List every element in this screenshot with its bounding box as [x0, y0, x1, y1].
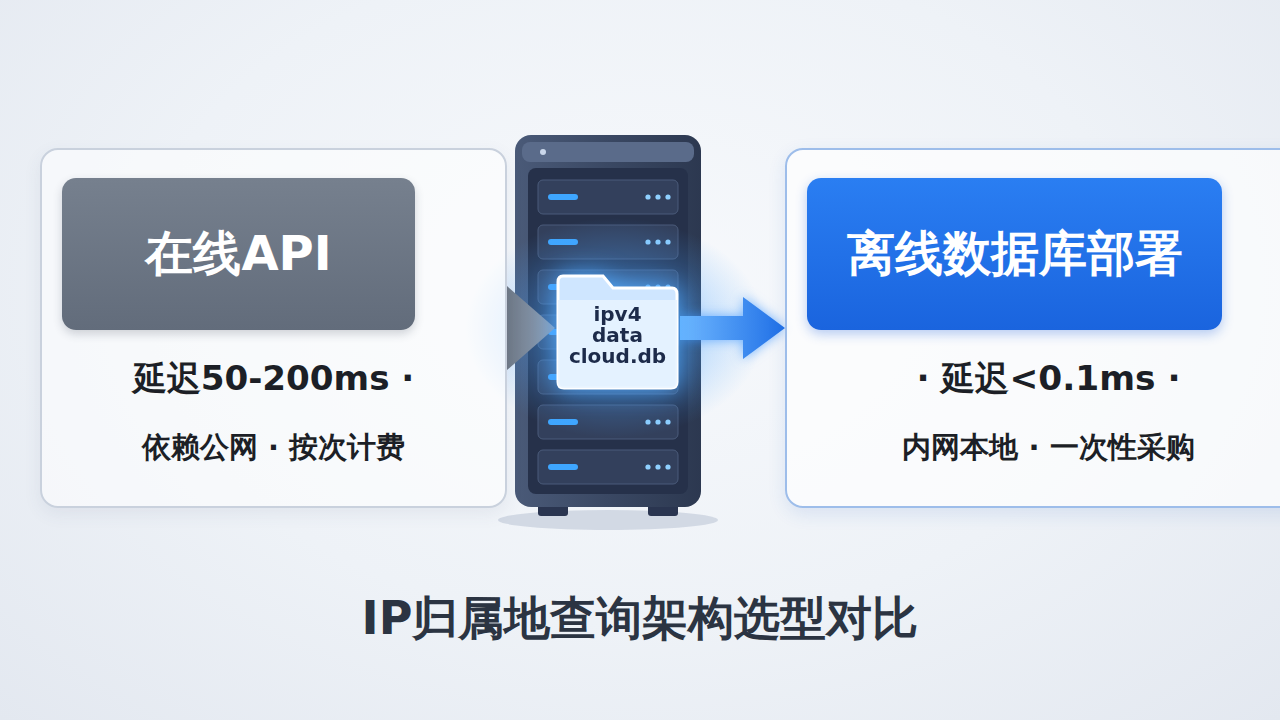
flow-arrow	[507, 286, 555, 370]
metric-text: 延迟50-200ms ·	[42, 356, 505, 402]
file-folder: ipv4 data cloud.db	[555, 266, 680, 390]
diagram-title: IP归属地查询架构选型对比	[0, 588, 1280, 650]
heading-text: 离线数据库部署	[847, 222, 1183, 286]
panel-box: · 延迟<0.1ms · 内网本地 · 一次性采购 离线数据库部署	[785, 148, 1280, 508]
flow-arrow	[680, 297, 785, 359]
file-name: ipv4 data cloud.db	[569, 304, 666, 367]
heading-text: 在线API	[145, 222, 331, 286]
heading-box: 在线API	[62, 178, 415, 330]
metric-text: · 延迟<0.1ms ·	[787, 356, 1280, 402]
feature-text: 内网本地 · 一次性采购	[787, 428, 1280, 468]
heading-box: 离线数据库部署	[807, 178, 1222, 330]
feature-text: 依赖公网 · 按次计费	[42, 428, 505, 468]
panel-box: 延迟50-200ms · 依赖公网 · 按次计费 在线API	[40, 148, 507, 508]
